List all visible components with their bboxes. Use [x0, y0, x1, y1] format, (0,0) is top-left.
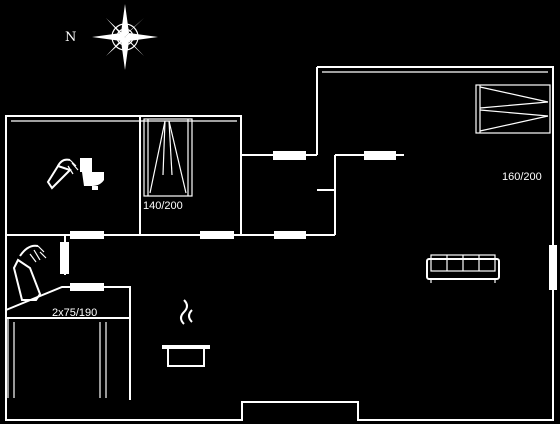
outer-walls — [5, 66, 554, 421]
cooking-pot-icon — [162, 299, 210, 367]
doors — [60, 151, 557, 291]
bunk-bed-size-label: 2x75/190 — [52, 307, 97, 319]
compass-rose-icon — [92, 4, 158, 70]
sofa-icon — [426, 254, 500, 283]
double-bed — [475, 84, 551, 134]
main-bed-size-label: 160/200 — [502, 171, 542, 183]
small-bed — [143, 118, 193, 197]
toilet-icon — [80, 158, 104, 190]
small-bed-size-label: 140/200 — [143, 200, 183, 212]
bathtub-shower-icon — [46, 158, 79, 190]
shower-icon — [12, 244, 47, 301]
compass-north-label: N — [65, 30, 76, 45]
